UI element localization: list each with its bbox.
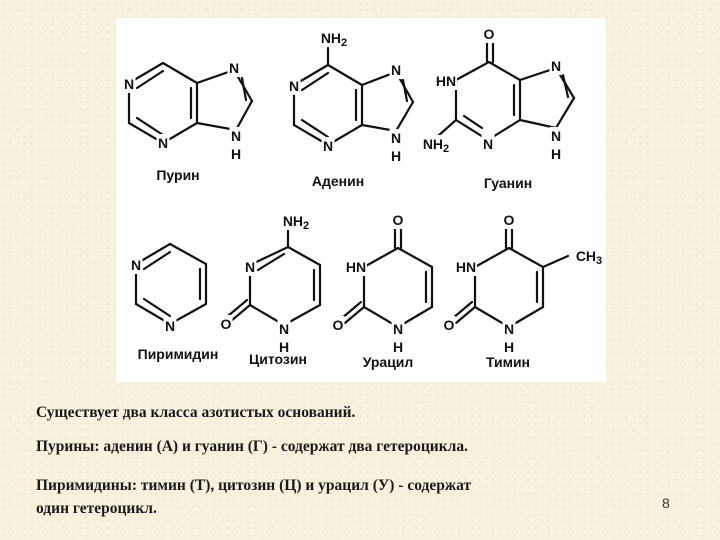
bond: [142, 250, 172, 271]
atom-label: N: [391, 130, 401, 146]
atom-label: O: [393, 212, 404, 228]
atom-label: N: [483, 136, 493, 152]
atom-label: N: [551, 58, 561, 74]
atom-label: H: [279, 339, 289, 355]
bond: [454, 305, 477, 325]
bond: [135, 116, 165, 137]
atom-label: HN: [436, 73, 456, 89]
atom-label: H: [393, 339, 403, 355]
bond: [362, 246, 400, 269]
atom-label: CH3: [576, 248, 602, 267]
atom-label: N: [124, 76, 134, 92]
bond: [436, 118, 458, 138]
atom-label: O: [484, 26, 495, 42]
text-line-4: один гетероцикл.: [36, 500, 157, 517]
atom-label: N: [229, 60, 239, 76]
atom-label: O: [333, 317, 344, 333]
atom-label: NH2: [283, 213, 309, 232]
bond: [473, 246, 511, 269]
bond: [229, 303, 252, 323]
structure-caption: Аденин: [312, 173, 364, 189]
bond: [518, 118, 558, 130]
structure-caption: Урацил: [363, 354, 414, 370]
bond: [507, 246, 545, 269]
atom-label: H: [391, 148, 401, 164]
atom-label: N: [323, 138, 333, 154]
bond: [234, 99, 254, 132]
bond: [454, 60, 491, 82]
atom-label: HN: [456, 259, 476, 275]
bond: [401, 78, 409, 103]
atom-label: N: [391, 62, 401, 78]
structure-caption: Гуанин: [484, 175, 532, 191]
bond: [240, 76, 248, 102]
page-number: 8: [662, 495, 670, 511]
bond: [226, 298, 249, 318]
text-line-3: Пиримидины: тимин (Т), цитозин (Ц) и ура…: [36, 477, 472, 494]
bond: [300, 118, 330, 139]
bond: [462, 114, 484, 130]
atom-label: NH2: [423, 136, 449, 155]
bond: [142, 297, 172, 318]
structure-caption: Пурин: [156, 167, 199, 183]
atom-label: NH2: [321, 30, 347, 49]
atom-label: N: [551, 128, 561, 144]
bond: [286, 245, 322, 267]
text-line-2: Пурины: аденин (А) и гуанин (Г) - содерж…: [36, 438, 468, 455]
bond: [168, 242, 208, 266]
atom-label: N: [279, 321, 289, 337]
atom-label: N: [393, 321, 403, 337]
atom-label: O: [444, 317, 455, 333]
text-line-1: Существует два класса азотистых основани…: [36, 404, 356, 421]
atom-label: H: [551, 146, 561, 162]
structure-caption: Цитозин: [249, 351, 307, 367]
atom-label: H: [504, 339, 514, 355]
atom-label: HN: [346, 259, 366, 275]
atom-label: N: [245, 259, 255, 275]
bond: [300, 71, 330, 92]
atom-label: O: [504, 212, 515, 228]
bond: [554, 96, 576, 130]
atom-label: H: [231, 146, 241, 162]
atom-label: N: [231, 128, 241, 144]
bond: [161, 61, 199, 85]
structures-svg: NNNNHПуринNH2NNNNHАденинOHNNNNHNH2Гуанин…: [122, 25, 604, 370]
atom-label: O: [221, 316, 232, 332]
atom-label: N: [131, 257, 141, 273]
bond: [326, 63, 364, 87]
pyrimidine-structure: N N Пиримидин: [129, 242, 219, 362]
bond: [340, 300, 363, 320]
bond: [256, 252, 286, 272]
atom-label: N: [165, 318, 175, 334]
bond: [135, 69, 165, 90]
bond: [541, 254, 570, 269]
atom-label: N: [504, 321, 514, 337]
bond: [561, 73, 570, 99]
structure-caption: Тимин: [486, 354, 530, 370]
bond: [343, 305, 366, 325]
bond: [487, 60, 522, 82]
atom-label: N: [289, 78, 299, 94]
structure-caption: Пиримидин: [138, 346, 219, 362]
atom-label: N: [158, 135, 168, 151]
bond: [396, 246, 434, 269]
bond: [451, 300, 474, 320]
bond: [394, 100, 415, 133]
